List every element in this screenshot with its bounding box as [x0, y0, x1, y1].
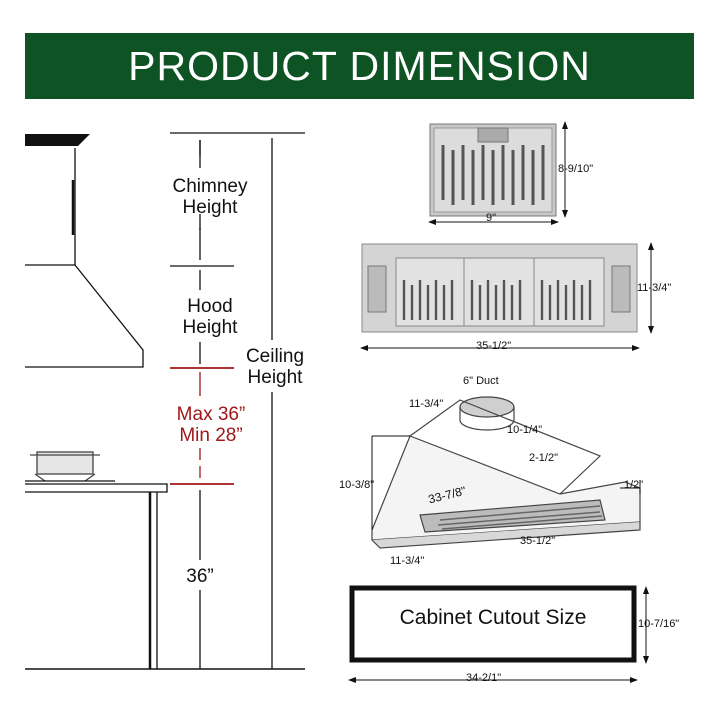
chimney-height-line2: Height	[182, 197, 238, 218]
chimney-height-label: Chimney Height	[160, 176, 260, 218]
clearance-max: Max 36”	[176, 404, 246, 425]
counter-height-label: 36”	[186, 566, 214, 587]
isometric-drawing	[371, 396, 641, 549]
cutout-label: Cabinet Cutout Size	[399, 606, 587, 629]
step-label: 2-1/2"	[529, 452, 558, 464]
filter-width-label: 9"	[486, 212, 497, 224]
hood-height-label: Hood Height	[160, 296, 260, 338]
title-banner: PRODUCT DIMENSION	[25, 33, 694, 99]
cutout-width-label: 34-2/1"	[466, 672, 502, 684]
lip-label: 1/2"	[624, 479, 644, 491]
cutout-height-label: 10-7/16"	[638, 618, 680, 630]
ceiling-mount	[25, 134, 90, 146]
body-height-label: 10-3/8"	[339, 479, 375, 491]
page-title: PRODUCT DIMENSION	[128, 42, 591, 89]
top-depth-label: 11-3/4"	[409, 398, 444, 410]
ceiling-height-line1: Ceiling	[245, 346, 305, 367]
side-view-drawing	[25, 132, 305, 670]
duct-label: 6" Duct	[463, 375, 499, 387]
top-width-label: 10-1/4"	[507, 424, 543, 436]
hood-height-line2: Height	[182, 317, 238, 338]
bottom-depth-label: 11-3/4"	[390, 555, 425, 567]
stove-pot	[36, 451, 94, 475]
bottom-width-label: 35-1/2"	[520, 535, 556, 547]
counter	[25, 483, 168, 493]
front-height-label: 11-3/4"	[637, 282, 672, 294]
front-view-drawing	[360, 242, 654, 351]
ceiling-height-label: Ceiling Height	[230, 346, 320, 388]
clearance-min: Min 28”	[179, 425, 243, 446]
filter-drawing	[428, 121, 568, 225]
filter-height-label: 8-9/10"	[558, 163, 594, 175]
cutout-drawing	[348, 585, 649, 683]
hood-height-line1: Hood	[187, 296, 233, 317]
clearance-label: Max 36” Min 28”	[156, 404, 266, 446]
ceiling-height-line2: Height	[247, 367, 303, 388]
chimney-height-line1: Chimney	[172, 176, 248, 197]
front-width-label: 35-1/2"	[476, 340, 512, 352]
hood-outline	[25, 264, 144, 368]
